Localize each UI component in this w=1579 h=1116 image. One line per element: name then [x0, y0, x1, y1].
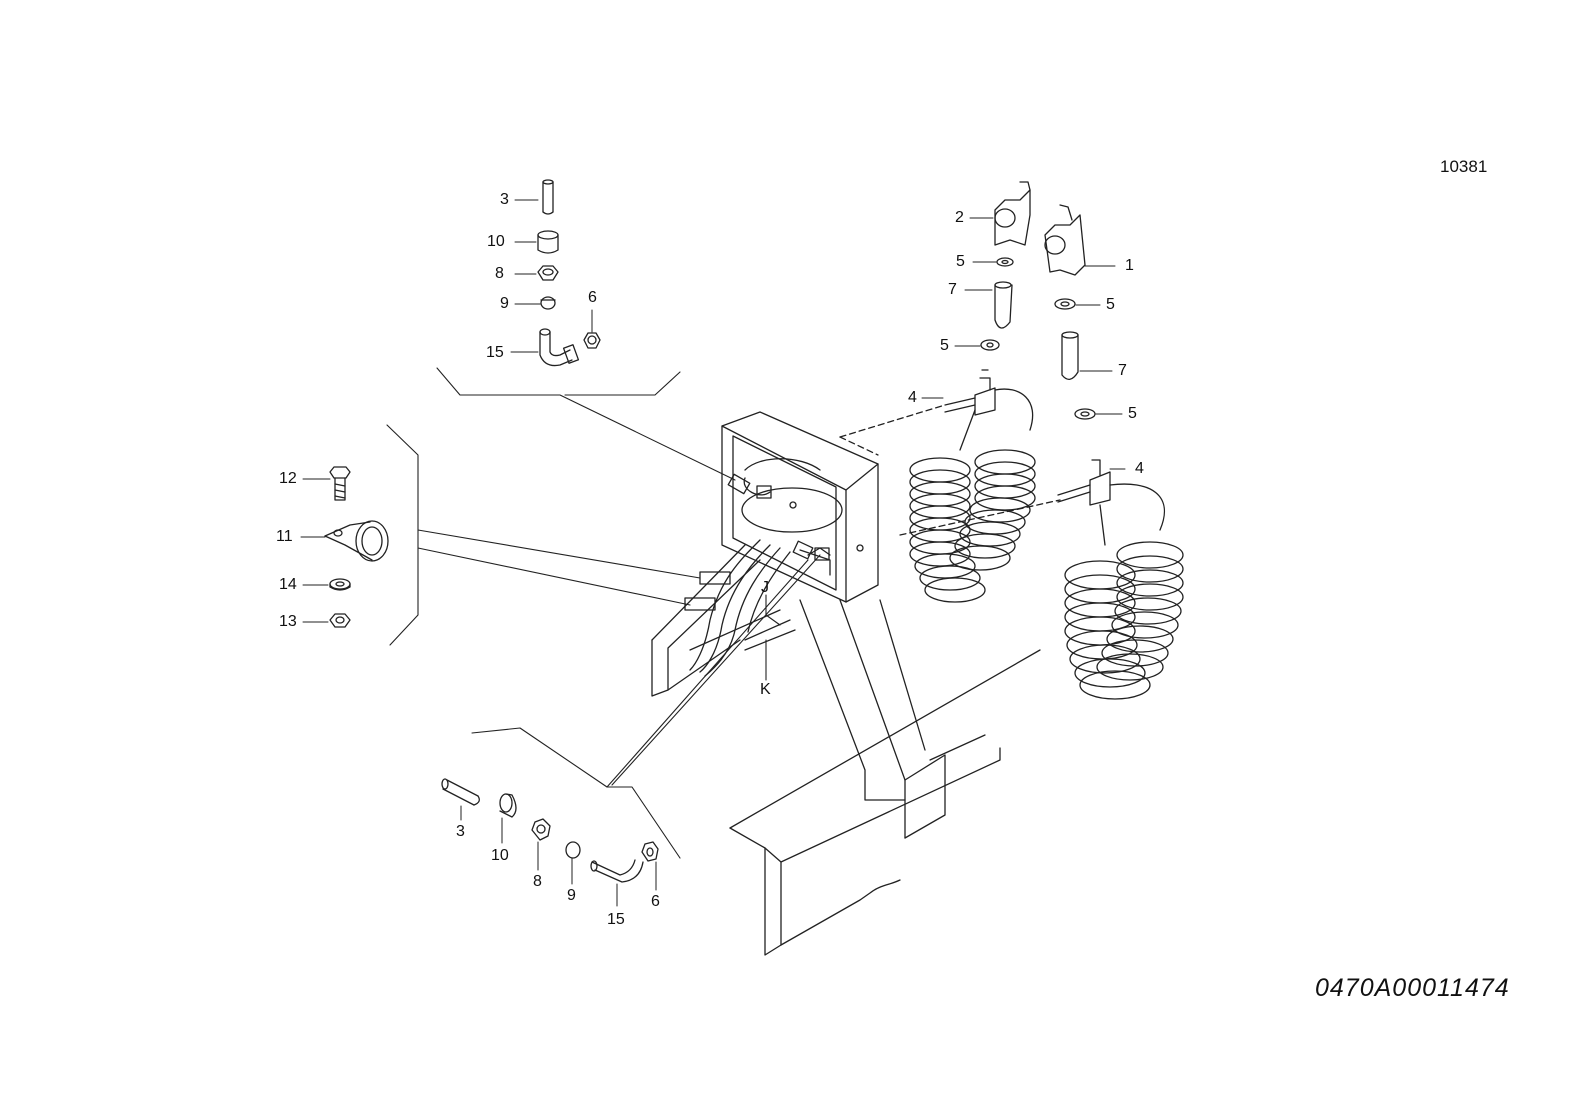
tee-fitting-icon: [944, 369, 996, 416]
coiled-hose-icon: [1064, 483, 1184, 700]
callout-label: 2: [955, 209, 964, 226]
callout-label: 4: [1135, 460, 1144, 477]
right-group-parts: [909, 181, 1184, 700]
bolt-icon: [329, 466, 351, 501]
pipe-icon: [542, 179, 554, 215]
olive-ring-icon: [540, 296, 556, 310]
callout-label: 11: [276, 528, 293, 545]
callout-label: 5: [940, 337, 949, 354]
coupling-head-icon: [1044, 204, 1086, 276]
hex-nut-icon: [641, 841, 659, 862]
callout-label: 5: [1106, 296, 1115, 313]
elbow-fitting-icon: [539, 328, 580, 367]
top-group-parts: [537, 179, 601, 367]
callout-label: 10: [491, 847, 509, 864]
callout-label: 9: [567, 887, 576, 904]
callout-label: 7: [948, 281, 957, 298]
chassis-frame: [651, 404, 1061, 956]
elbow-fitting-icon: [590, 859, 644, 883]
callout-label: 13: [279, 613, 297, 630]
tee-fitting-icon: [1057, 459, 1111, 506]
callout-label: 5: [956, 253, 965, 270]
hex-nut-icon: [583, 332, 601, 349]
connector-label-j: J: [761, 579, 769, 596]
sheet-id: 10381: [1440, 157, 1488, 176]
callout-label: 5: [1128, 405, 1137, 422]
callout-label: 8: [533, 873, 542, 890]
pipe-clamp-icon: [324, 520, 389, 562]
callout-label: 6: [651, 893, 660, 910]
leader-lines: [386, 367, 821, 859]
callout-label: 15: [607, 911, 625, 928]
washer-icon: [980, 339, 1000, 351]
callout-label: 1: [1125, 257, 1134, 274]
washer-icon: [329, 578, 351, 591]
left-group-parts: [324, 466, 389, 628]
callout-label: 6: [588, 289, 597, 306]
callout-label: 3: [456, 823, 465, 840]
callout-leaders: [300, 199, 1126, 907]
callout-label: 4: [908, 389, 917, 406]
olive-ring-icon: [565, 841, 581, 859]
callout-label: 9: [500, 295, 509, 312]
pipe-icon: [441, 778, 480, 806]
sleeve-icon: [499, 793, 517, 818]
callout-label: 14: [279, 576, 297, 593]
sleeve-icon: [537, 230, 559, 254]
tee-fitting-icon: [994, 281, 1013, 329]
coiled-hose-icon: [909, 388, 1036, 603]
washer-icon: [996, 257, 1014, 267]
bottom-group-parts: [441, 778, 659, 883]
washer-icon: [1054, 298, 1076, 310]
callout-label: 12: [279, 470, 297, 487]
callout-label: 7: [1118, 362, 1127, 379]
hex-nut-icon: [329, 613, 351, 628]
washer-icon: [1074, 408, 1096, 420]
callout-label: 3: [500, 191, 509, 208]
callout-label: 15: [486, 344, 504, 361]
coupling-head-icon: [994, 181, 1031, 246]
callout-label: 8: [495, 265, 504, 282]
tee-fitting-icon: [1061, 331, 1079, 380]
callout-label: 10: [487, 233, 505, 250]
hex-nut-icon: [531, 818, 551, 841]
hex-nut-icon: [537, 265, 559, 281]
drawing-number: 0470A00011474: [1315, 974, 1510, 1002]
connector-label-k: K: [760, 681, 771, 698]
